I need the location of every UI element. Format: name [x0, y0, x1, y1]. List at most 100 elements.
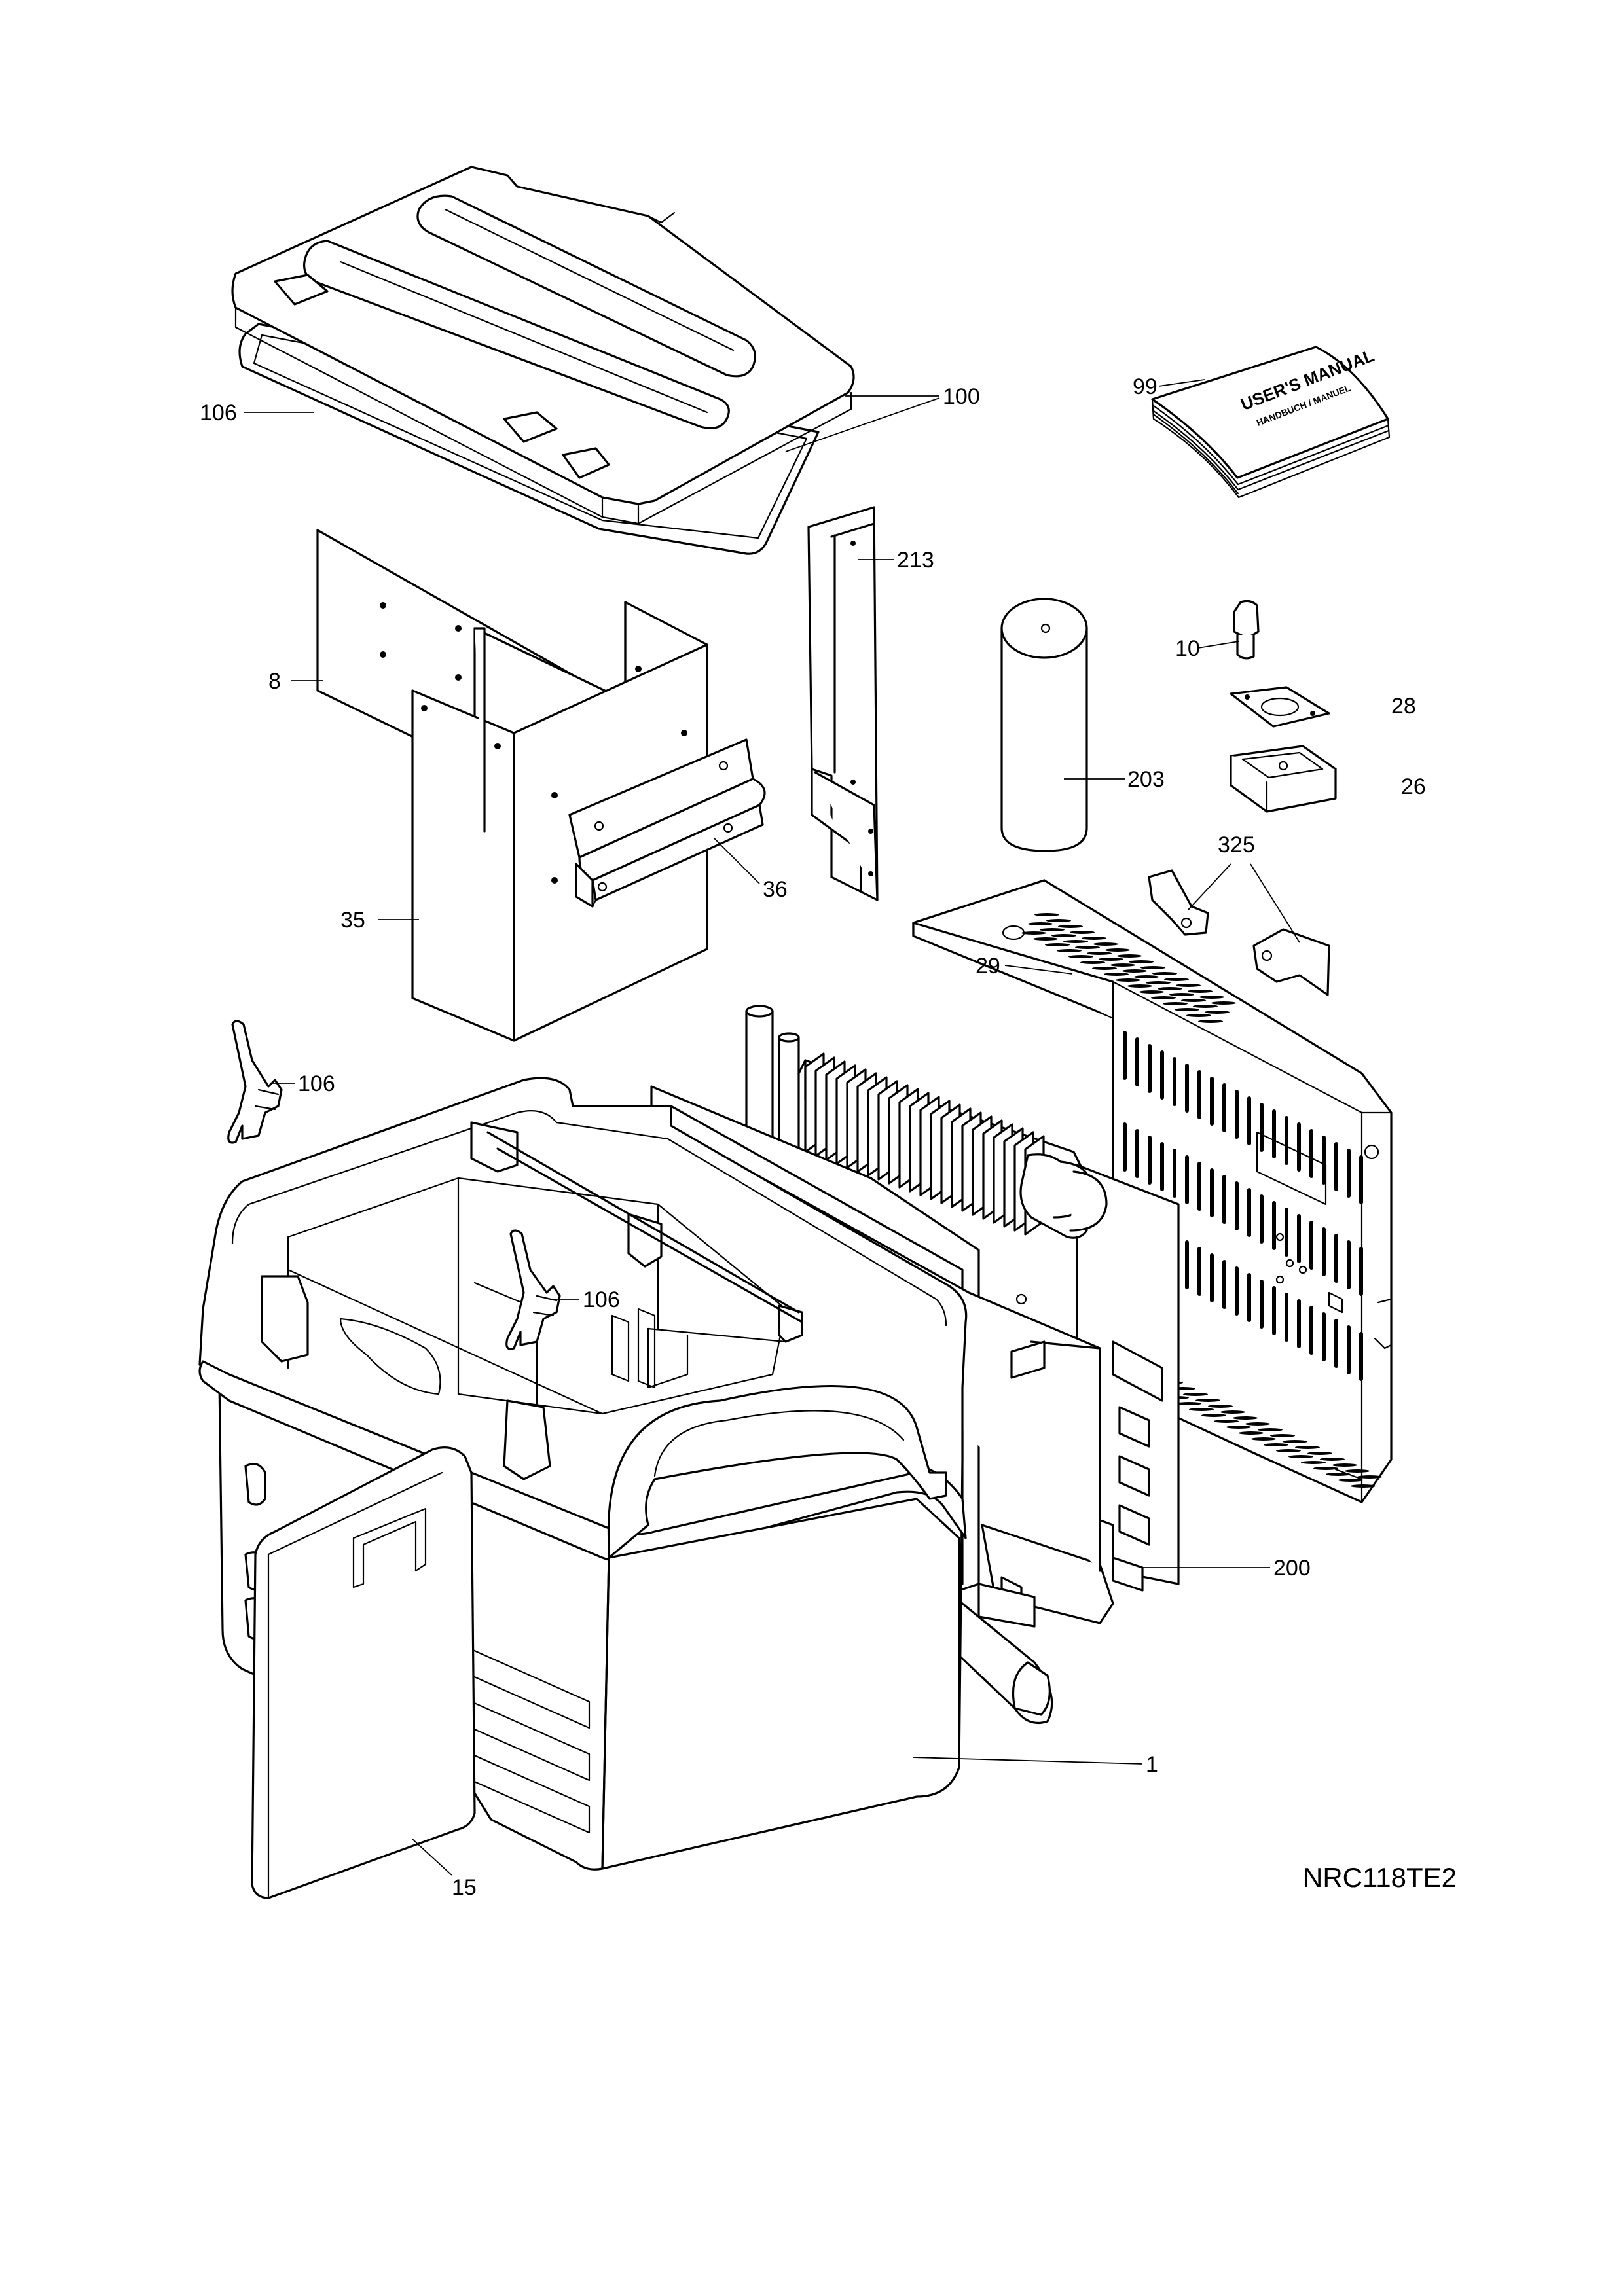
- grille-slot: [1247, 1273, 1251, 1322]
- grille-slot: [1326, 1473, 1351, 1476]
- grille-slot: [1183, 1393, 1208, 1396]
- grille-slot: [1189, 1408, 1214, 1411]
- grille-slot: [1040, 928, 1065, 931]
- grille-slot: [1051, 934, 1076, 937]
- grille-slot: [1046, 919, 1071, 922]
- grille-slot: [1134, 975, 1159, 978]
- grille-slot: [1322, 1312, 1326, 1361]
- grille-slot: [1347, 1325, 1351, 1374]
- callout-10: 10: [1175, 636, 1200, 661]
- grille-slot: [1193, 1005, 1218, 1008]
- grille-slot: [1332, 1463, 1357, 1467]
- grille-slot: [1288, 1455, 1313, 1458]
- rear-grille-panel: [912, 879, 1393, 1503]
- grille-slot: [1185, 1240, 1189, 1289]
- grille-slot: [1307, 1452, 1332, 1455]
- callout-200: 200: [1273, 1556, 1311, 1581]
- grille-slot: [1220, 1410, 1245, 1414]
- grille-slot: [1135, 1129, 1139, 1178]
- grille-slot: [1129, 960, 1154, 963]
- grille-slot: [1160, 1142, 1164, 1191]
- grille-slot: [1264, 1443, 1288, 1446]
- grille-slot: [1110, 963, 1135, 967]
- grille-slot: [1222, 1260, 1226, 1309]
- grille-slot: [1309, 1221, 1313, 1270]
- grille-slot: [1309, 1129, 1313, 1178]
- grille-slot: [1233, 1416, 1258, 1420]
- grille-slot: [1092, 967, 1117, 970]
- grille-slot: [1285, 1208, 1288, 1257]
- callout-325: 325: [1218, 833, 1255, 857]
- grille-slot: [1093, 942, 1118, 946]
- knob-housing: [1230, 745, 1337, 813]
- vertical-bracket: [807, 506, 879, 901]
- grille-slot: [1164, 978, 1189, 981]
- callout-99: 99: [1133, 374, 1158, 399]
- grille-slot: [1186, 1014, 1211, 1017]
- grille-slot: [1334, 1142, 1338, 1191]
- grille-slot: [1173, 1149, 1176, 1198]
- grille-slot: [1247, 1188, 1251, 1237]
- grille-slot: [1127, 984, 1152, 988]
- grille-slot: [1359, 1332, 1363, 1381]
- grille-slot: [1334, 1319, 1338, 1368]
- grille-slot: [1033, 937, 1058, 941]
- thermostat-knob: [1233, 600, 1260, 660]
- grille-slot: [1082, 937, 1106, 940]
- grille-slot: [1148, 1136, 1152, 1185]
- grille-slot: [1245, 1422, 1270, 1426]
- callout-35: 35: [340, 908, 365, 933]
- grille-slot: [1239, 1431, 1264, 1435]
- grille-slot: [1075, 946, 1100, 949]
- grille-slot: [1283, 1440, 1307, 1443]
- grille-slot: [1260, 1194, 1264, 1244]
- grille-slot: [1185, 1155, 1189, 1204]
- grille-slot: [1105, 948, 1130, 952]
- grille-slot: [1176, 984, 1201, 987]
- grille-slot: [1140, 966, 1165, 969]
- grille-slot: [1176, 1402, 1201, 1405]
- users-manual: USER'S MANUAL HANDBUCH / MANUEL: [1151, 346, 1391, 499]
- grille-slot: [1313, 1467, 1338, 1470]
- grille-slot: [1258, 1428, 1283, 1431]
- grille-slot: [1272, 1286, 1276, 1335]
- grille-slot: [1173, 1057, 1176, 1106]
- grille-slot: [1185, 1064, 1189, 1113]
- cooling-fins: [804, 1052, 1045, 1236]
- callout-labels: 106 100 99 213 10 28 8 203 26 325 36 35 …: [200, 374, 1426, 1900]
- grille-slot: [1104, 973, 1129, 976]
- grille-slot: [1122, 969, 1147, 973]
- grille-slot: [1169, 993, 1194, 996]
- grille-slot: [1334, 1234, 1338, 1283]
- grille-slot: [1247, 1096, 1251, 1145]
- grille-slot: [1211, 1001, 1236, 1005]
- grille-slot: [1197, 1162, 1201, 1211]
- gasket-plate: [1230, 686, 1330, 728]
- grille-slot: [1123, 1122, 1127, 1172]
- grille-slot: [1347, 1240, 1351, 1289]
- grille-slot: [1297, 1122, 1301, 1172]
- grille-slot: [1272, 1109, 1276, 1158]
- grille-slot: [1260, 1280, 1264, 1329]
- grille-slot: [1197, 1247, 1201, 1296]
- grille-slot: [1210, 1253, 1214, 1302]
- callout-28: 28: [1391, 694, 1416, 719]
- side-cover: [251, 1446, 476, 1899]
- grille-slot: [1163, 1002, 1188, 1005]
- grille-slot: [1235, 1090, 1239, 1139]
- grille-slot: [1117, 954, 1142, 958]
- grille-slot: [1222, 1083, 1226, 1132]
- callout-15: 15: [452, 1875, 477, 1900]
- grille-slot: [1297, 1299, 1301, 1348]
- grille-slot: [1347, 1149, 1351, 1198]
- callout-120: 106: [200, 401, 237, 425]
- grille-slot: [1270, 1434, 1295, 1437]
- grille-slot: [1021, 931, 1046, 935]
- grille-slot: [1080, 961, 1105, 964]
- grille-slot: [1181, 999, 1206, 1002]
- callout-100: 100: [943, 384, 980, 409]
- callout-106-lower: 106: [583, 1287, 620, 1312]
- grille-slots: [1021, 913, 1382, 1488]
- grille-slot: [1301, 1461, 1326, 1464]
